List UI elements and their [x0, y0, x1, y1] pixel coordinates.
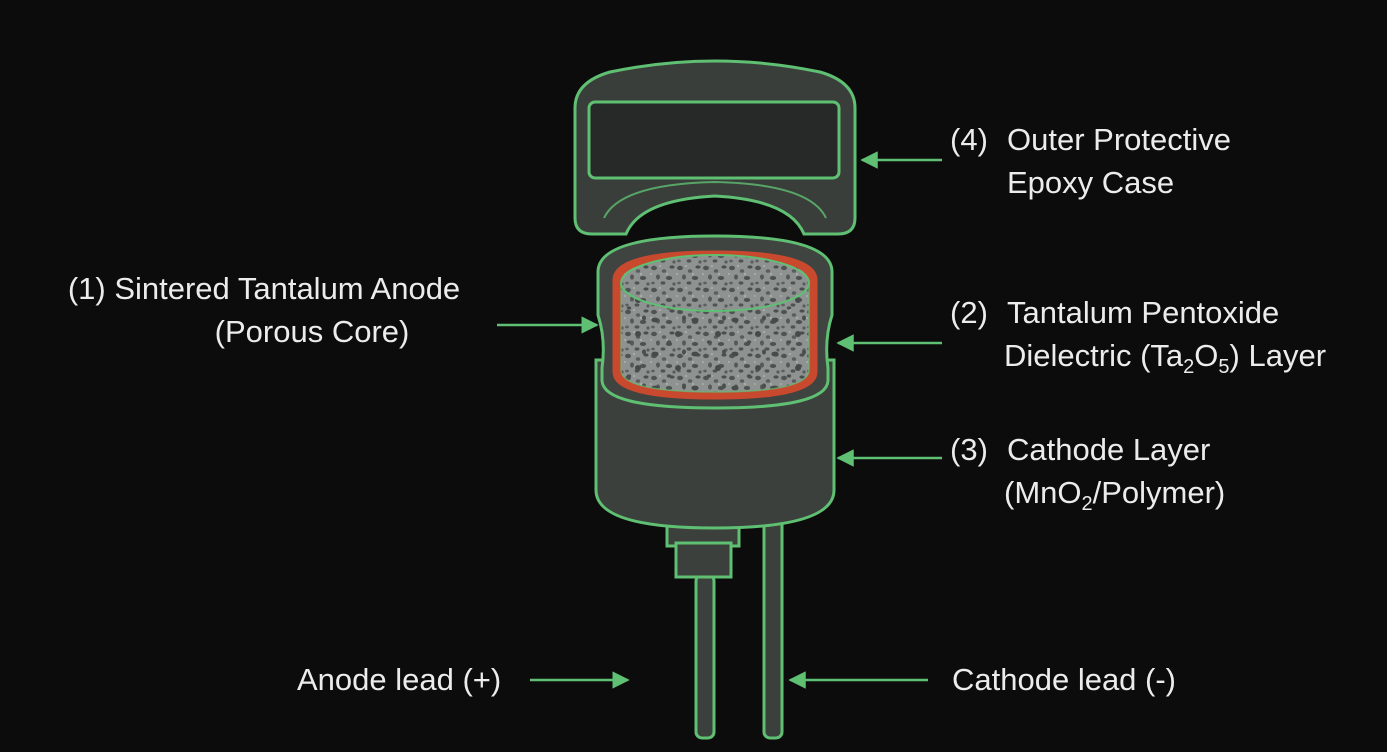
- label-cathode: (3)Cathode Layer (MnO2/Polymer): [950, 428, 1225, 526]
- label-number: (2): [950, 295, 988, 330]
- label-number: (4): [950, 122, 988, 157]
- cathode-lead: [762, 514, 784, 740]
- label-anode-lead: Anode lead (+): [297, 662, 502, 697]
- label-dielectric: (2)Tantalum Pentoxide Dielectric (Ta2O5)…: [950, 291, 1326, 389]
- porous-tantalum-core: [620, 254, 810, 393]
- label-anode: (1) Sintered Tantalum Anode (Porous Core…: [67, 271, 461, 349]
- label-number: (3): [950, 432, 988, 467]
- label-cathode-lead: Cathode lead (-): [952, 662, 1177, 697]
- outer-epoxy-case: [573, 59, 857, 236]
- label-outer-case: (4)Outer Protective Epoxy Case: [950, 118, 1231, 204]
- anode-lead: [694, 573, 716, 740]
